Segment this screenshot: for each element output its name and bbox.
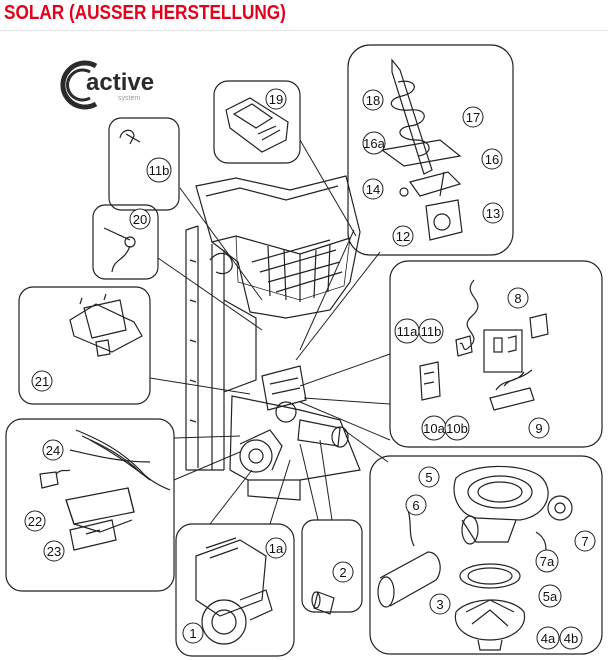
callout-16: 16 <box>481 148 503 170</box>
detail-box-19 <box>213 80 301 164</box>
callout-label: 16 <box>485 152 499 167</box>
temperature-probe <box>103 227 136 273</box>
detail-box-1 <box>175 523 295 657</box>
callout-label: 14 <box>366 182 380 197</box>
callout-19: 19 <box>265 88 287 110</box>
callout-label: 7 <box>581 534 588 549</box>
callout-11a: 11a <box>394 318 420 344</box>
callout-label: 2 <box>339 565 346 580</box>
stove-body <box>185 175 361 501</box>
title-divider <box>0 30 608 31</box>
callout-5: 5 <box>418 466 440 488</box>
callout-label: 12 <box>396 229 410 244</box>
callout-label: 5a <box>543 589 558 604</box>
page-title: SOLAR (AUSSER HERSTELLUNG) <box>4 2 286 24</box>
callout-20: 20 <box>129 208 151 230</box>
callout-label: 10b <box>446 421 468 436</box>
callout-11b-left: 11b <box>146 157 172 183</box>
callout-6: 6 <box>405 494 427 516</box>
callout-label: 9 <box>535 421 542 436</box>
callout-10b: 10b <box>444 415 470 441</box>
logo-word: active <box>86 69 154 96</box>
callout-12: 12 <box>392 225 414 247</box>
callout-label: 6 <box>412 498 419 513</box>
callout-22: 22 <box>24 510 46 532</box>
callout-11b-right: 11b <box>418 318 444 344</box>
callout-7: 7 <box>574 530 596 552</box>
detail-box-8-11 <box>389 260 603 448</box>
callout-label: 3 <box>436 597 443 612</box>
blower-part <box>195 537 273 645</box>
callout-4b: 4b <box>559 626 583 650</box>
auger-assembly <box>380 58 463 241</box>
callout-21: 21 <box>31 370 53 392</box>
detail-box-2 <box>301 519 363 613</box>
callout-label: 4a <box>541 631 556 646</box>
callout-2: 2 <box>332 561 354 583</box>
callout-label: 23 <box>47 544 61 559</box>
detail-box-3-7 <box>369 455 603 655</box>
callout-5a: 5a <box>538 584 562 608</box>
callout-label: 20 <box>133 212 147 227</box>
sensor-clip-part <box>119 129 141 145</box>
callout-9: 9 <box>528 417 550 439</box>
callout-10a: 10a <box>421 415 447 441</box>
callout-label: 22 <box>28 514 42 529</box>
callout-label: 17 <box>466 110 480 125</box>
callout-label: 10a <box>423 421 445 436</box>
callout-23: 23 <box>43 540 65 562</box>
fan-assembly <box>377 465 573 651</box>
active-system-logo <box>60 60 98 110</box>
callout-label: 21 <box>35 374 49 389</box>
callout-label: 1a <box>269 541 284 556</box>
control-panel-part <box>69 293 143 357</box>
callout-label: 18 <box>366 93 380 108</box>
callout-24: 24 <box>42 439 64 461</box>
callout-8: 8 <box>507 287 529 309</box>
detail-box-22-24 <box>5 418 175 592</box>
detail-box-21 <box>18 286 151 405</box>
callout-label: 1 <box>189 626 196 641</box>
remote-control <box>225 97 289 153</box>
callout-18: 18 <box>362 89 384 111</box>
callout-17: 17 <box>462 106 484 128</box>
callout-13: 13 <box>482 202 504 224</box>
callout-label: 24 <box>46 443 60 458</box>
callout-4a: 4a <box>536 626 560 650</box>
callout-label: 13 <box>486 206 500 221</box>
callout-label: 4b <box>564 631 578 646</box>
callout-7a: 7a <box>535 549 559 573</box>
callout-label: 11a <box>397 324 418 339</box>
callout-16a: 16a <box>362 131 386 155</box>
leader-lines <box>149 139 391 525</box>
callout-label: 8 <box>514 291 521 306</box>
electronics-parts <box>419 279 549 411</box>
callout-group: 1 1a 2 3 4a 4b 5 5a 6 7 7a 8 9 10a 10b 1… <box>24 88 596 650</box>
callout-label: 19 <box>269 92 283 107</box>
callout-label: 11b <box>421 324 442 339</box>
callout-1a: 1a <box>265 537 287 559</box>
callout-label: 11b <box>149 163 170 178</box>
callout-3: 3 <box>429 593 451 615</box>
diagram-strokes <box>5 44 603 657</box>
bushing-part <box>311 591 335 615</box>
callout-1: 1 <box>182 622 204 644</box>
logo-subword: system <box>118 95 140 102</box>
callout-14: 14 <box>362 178 384 200</box>
detail-box-20 <box>92 204 159 280</box>
callout-label: 5 <box>425 470 432 485</box>
callout-label: 16a <box>363 136 385 151</box>
detail-box-12-18 <box>347 44 514 256</box>
wiring-and-electronics <box>39 429 171 551</box>
callout-label: 7a <box>540 554 555 569</box>
